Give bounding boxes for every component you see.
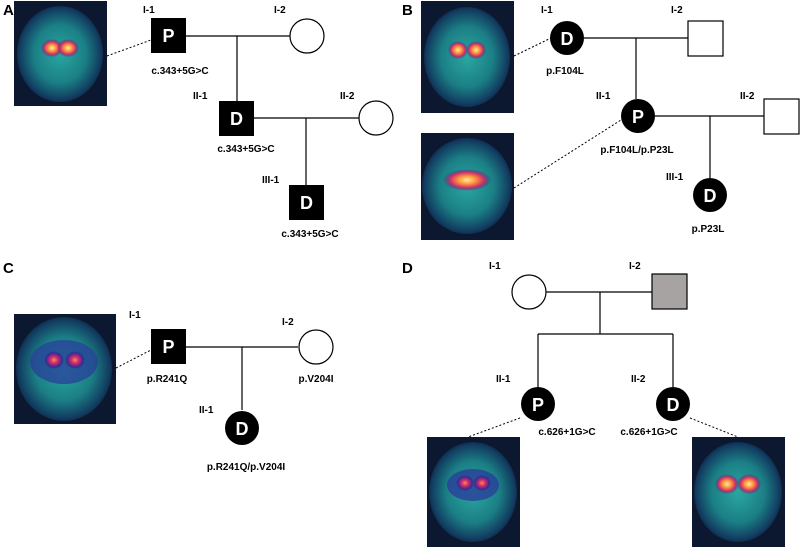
variant-c-i2: p.V204I [298, 374, 333, 385]
spect-scan-c [14, 314, 116, 424]
panel-c: C I-1 P p.R241Q I-2 p.V204I II-1 D p.R24… [3, 260, 334, 473]
label-c-i1: I-1 [129, 310, 141, 321]
variant-d-ii2: c.626+1G>C [620, 427, 677, 438]
variant-a-iii1: c.343+5G>C [281, 229, 338, 240]
symbol-letter-d-ii1: P [532, 395, 544, 415]
pedigree-symbol-d-i1 [511, 274, 547, 310]
symbol-letter-d-ii2: D [667, 395, 680, 415]
pedigree-symbol-a-iii1 [289, 185, 324, 220]
variant-a-i1: c.343+5G>C [151, 66, 208, 77]
label-a-i1: I-1 [143, 5, 155, 16]
pedigree-symbol-b-i1 [550, 21, 584, 55]
label-b-ii2: II-2 [740, 91, 755, 102]
panel-letter-b: B [402, 2, 413, 19]
pedigree-symbol-b-iii1 [693, 178, 727, 212]
symbol-letter-b-ii1: P [632, 107, 644, 127]
label-b-i2: I-2 [671, 5, 683, 16]
panel-letter-d: D [402, 260, 413, 277]
pedigree-symbol-c-i2 [298, 329, 334, 365]
pedigree-symbol-a-ii2 [358, 100, 394, 136]
symbol-letter-b-iii1: D [704, 186, 717, 206]
spect-scan-a [14, 1, 107, 106]
panel-a: A I-1 P c.343+5G>C I-2 II-1 D c.343+5G>C… [3, 1, 394, 240]
variant-a-ii1: c.343+5G>C [217, 144, 274, 155]
symbol-letter-c-i1: P [162, 337, 174, 357]
pedigree-symbol-b-i2 [687, 20, 724, 57]
spect-scan-b-top [421, 1, 514, 113]
scan-connector-d-right [689, 417, 739, 438]
label-d-i2: I-2 [629, 261, 641, 272]
pedigree-symbol-d-ii1 [521, 387, 555, 421]
pedigree-symbol-d-i2 [651, 273, 688, 310]
pedigree-symbol-a-ii1 [219, 101, 254, 136]
variant-d-ii1: c.626+1G>C [538, 427, 595, 438]
scan-connector-c [115, 349, 152, 369]
label-a-ii2: II-2 [340, 91, 355, 102]
scan-connector-d-left [467, 417, 521, 438]
label-b-iii1: III-1 [666, 172, 684, 183]
label-b-i1: I-1 [541, 5, 553, 16]
spect-scan-b-bottom [421, 133, 514, 240]
label-c-ii1: II-1 [199, 405, 214, 416]
panel-letter-a: A [3, 2, 14, 19]
symbol-letter-a-ii1: D [230, 109, 243, 129]
pedigree-symbol-a-i2 [289, 18, 325, 54]
spect-scan-d-left [427, 437, 520, 547]
spect-scan-d-right [692, 437, 785, 547]
panel-d: D I-1 I-2 II-1 P c.626+1G>C II-2 D c.626… [402, 260, 785, 547]
variant-b-iii1: p.P23L [692, 224, 725, 235]
variant-b-ii1: p.F104L/p.P23L [600, 145, 673, 156]
scan-connector-b-top [513, 37, 552, 57]
pedigree-symbol-b-ii2 [763, 98, 800, 135]
scan-connector-b-bottom [513, 119, 622, 189]
pedigree-symbol-c-i1 [151, 329, 186, 364]
symbol-letter-c-ii1: D [236, 419, 249, 439]
label-a-i2: I-2 [274, 5, 286, 16]
label-a-ii1: II-1 [193, 91, 208, 102]
variant-c-i1: p.R241Q [147, 374, 188, 385]
symbol-letter-a-i1: P [162, 26, 174, 46]
variant-b-i1: p.F104L [546, 66, 584, 77]
panel-b: B I-1 D p.F104L I-2 II-1 P p.F104L/p.P23… [402, 1, 800, 240]
label-b-ii1: II-1 [596, 91, 611, 102]
symbol-letter-b-i1: D [561, 29, 574, 49]
scan-connector-a [106, 39, 152, 57]
pedigree-symbol-a-i1 [151, 18, 186, 53]
pedigree-symbol-d-ii2 [656, 387, 690, 421]
label-d-ii2: II-2 [631, 374, 646, 385]
label-d-ii1: II-1 [496, 374, 511, 385]
symbol-letter-a-iii1: D [300, 193, 313, 213]
label-a-iii1: III-1 [262, 175, 280, 186]
label-d-i1: I-1 [489, 261, 501, 272]
label-c-i2: I-2 [282, 317, 294, 328]
variant-c-ii1: p.R241Q/p.V204I [207, 462, 286, 473]
pedigree-symbol-c-ii1 [225, 411, 259, 445]
panel-letter-c: C [3, 260, 14, 277]
pedigree-symbol-b-ii1 [621, 99, 655, 133]
